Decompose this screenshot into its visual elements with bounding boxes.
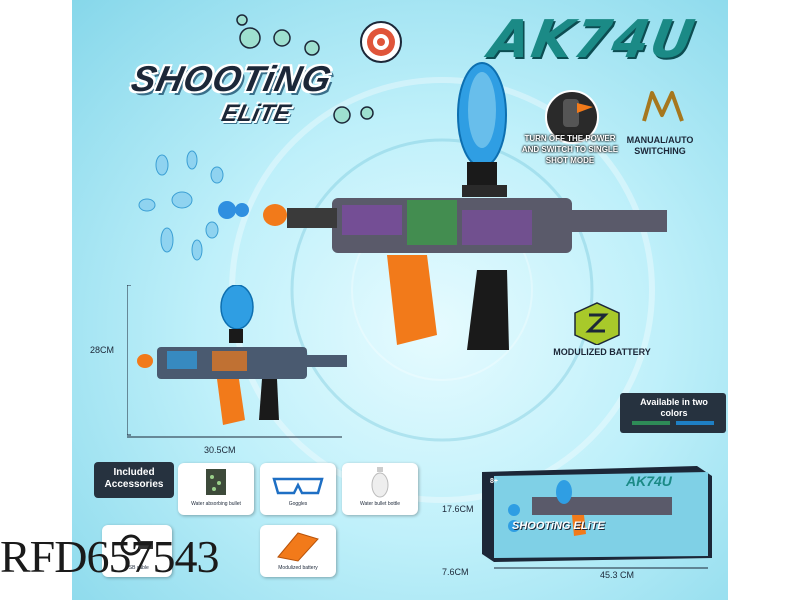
battery-label: MODULIZED BATTERY xyxy=(553,347,651,357)
accessories-header: Included Accessories xyxy=(94,462,174,498)
box-age-label: 8+ xyxy=(490,478,498,485)
main-gun-image xyxy=(263,62,667,350)
watermark-code: RFD657543 xyxy=(0,531,219,582)
box-logo-label: SHOOTiNG ELiTE xyxy=(512,520,605,532)
splash-bubbles-icon xyxy=(236,14,320,56)
splash-bubbles-small-icon xyxy=(333,106,374,124)
usb-cable-icon xyxy=(120,534,153,556)
goggles-icon xyxy=(272,477,324,495)
manual-auto-label: MANUAL/AUTO SWITCHING xyxy=(626,135,694,156)
product-poster: SHOOTiNG ELiTE AK74U xyxy=(72,0,728,600)
colors-box xyxy=(620,393,726,433)
packaging-box-image xyxy=(482,466,712,569)
accessory-label-usb: USB cable xyxy=(125,565,149,571)
accessory-label-goggles: Goggles xyxy=(288,501,308,507)
accessory-card-battery: Modulized battery xyxy=(260,525,336,577)
manual-auto-icon xyxy=(642,91,684,122)
power-switch-icon xyxy=(545,90,599,144)
box-height-dimension: 17.6CM xyxy=(442,504,474,514)
accessory-card-bullets: Water absorbing bullet xyxy=(178,463,254,515)
bullet-bottle-icon xyxy=(371,467,389,498)
accessory-label-bottle: Water bullet bottle xyxy=(359,501,401,507)
box-depth-dimension: 7.6CM xyxy=(442,567,469,577)
water-splash-icon xyxy=(138,150,249,261)
box-model-label: AK74U xyxy=(626,473,672,489)
box-width-dimension: 45.3 CM xyxy=(600,570,635,580)
target-icon xyxy=(360,21,402,63)
colors-label: Available in two colors xyxy=(640,397,708,418)
accessory-label-bullets: Water absorbing bullet xyxy=(191,501,241,507)
accessory-card-bottle: Water bullet bottle xyxy=(342,463,418,515)
accessory-card-goggles: Goggles xyxy=(260,463,336,515)
water-bullets-pack-icon xyxy=(206,469,226,495)
color-swatch-blue xyxy=(676,421,714,425)
accessory-card-usb: USB cable xyxy=(102,525,172,577)
power-callout: TURN OFF THE POWER AND SWITCH TO SINGLE … xyxy=(521,134,619,165)
battery-icon xyxy=(574,302,620,345)
battery-module-icon xyxy=(277,532,319,562)
small-gun-image xyxy=(127,285,347,438)
width-dimension: 30.5CM xyxy=(204,445,236,455)
color-swatch-green xyxy=(632,421,670,425)
accessory-label-battery: Modulized battery xyxy=(278,565,318,571)
height-dimension: 28CM xyxy=(90,345,115,355)
